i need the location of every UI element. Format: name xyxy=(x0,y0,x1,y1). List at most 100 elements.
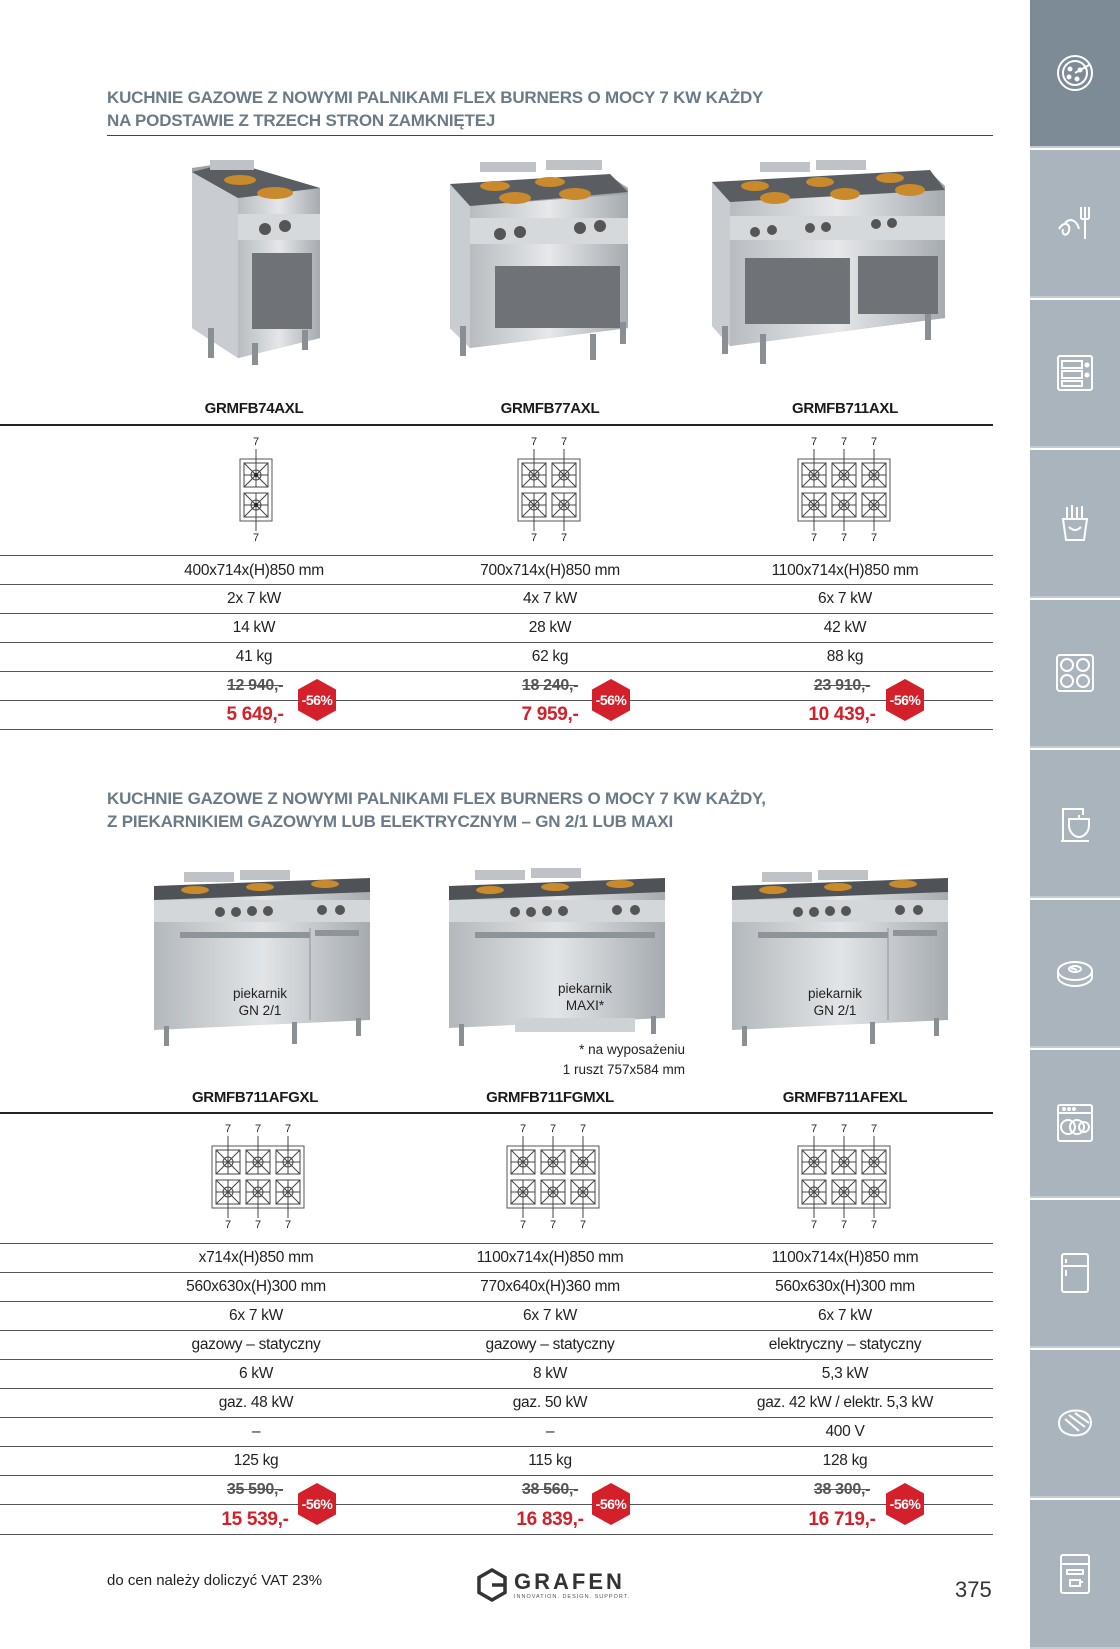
fridge-icon xyxy=(1061,1253,1089,1293)
burner-power-label: 7 xyxy=(253,532,259,544)
spec-voltage: 400 V xyxy=(825,1423,865,1440)
spec-dimensions: x714x(H)850 mm xyxy=(198,1249,314,1266)
discount-badge: -56% xyxy=(592,679,630,721)
table-row-rule xyxy=(0,1388,993,1389)
sidebar-tab-induction-hob[interactable] xyxy=(1030,600,1120,748)
sidebar-tab-grill-steak[interactable] xyxy=(1030,1350,1120,1498)
table-bottom-rule xyxy=(0,1534,993,1535)
spec-oven-type: gazowy – statyczny xyxy=(485,1336,615,1353)
burner-power-label: 7 xyxy=(550,1219,556,1231)
spec-oven-chamber: 560x630x(H)300 mm xyxy=(775,1278,915,1295)
pasta-icon xyxy=(1058,207,1090,239)
pizza-icon xyxy=(1057,55,1093,91)
fries-icon xyxy=(1061,505,1089,541)
spec-total-power: 14 kW xyxy=(232,619,276,636)
spec-burners: 6x 7 kW xyxy=(818,1307,872,1324)
product-image-grmfb711axl xyxy=(700,158,955,383)
discount-badge: -56% xyxy=(592,1483,630,1525)
product-image-grmfb711afgxl xyxy=(150,870,375,1055)
spec-dimensions: 1100x714x(H)850 mm xyxy=(771,562,919,579)
table-row-rule xyxy=(0,700,993,701)
grafen-logo-icon xyxy=(477,1567,507,1603)
sidebar-tab-mixer[interactable] xyxy=(1030,750,1120,898)
spec-dimensions: 400x714x(H)850 mm xyxy=(184,562,324,579)
spec-oven-type: elektryczny – statyczny xyxy=(768,1336,922,1353)
sidebar-tab-pasta[interactable] xyxy=(1030,150,1120,298)
spec-oven-type: gazowy – statyczny xyxy=(191,1336,321,1353)
grill-steak-icon xyxy=(1057,1409,1092,1437)
oven-label: piekarnik MAXI* xyxy=(557,981,613,1013)
spec-weight: 62 kg xyxy=(531,648,569,665)
burner-power-label: 7 xyxy=(811,436,817,448)
burner-power-label: 7 xyxy=(811,1123,817,1135)
discount-badge: -56% xyxy=(886,679,924,721)
sidebar-tab-pizza[interactable] xyxy=(1030,0,1120,148)
sidebar-tab-fries[interactable] xyxy=(1030,450,1120,598)
table-row-rule xyxy=(0,642,993,643)
burner-power-label: 7 xyxy=(841,1123,847,1135)
burner-power-label: 7 xyxy=(531,532,537,544)
section-2-title: KUCHNIE GAZOWE Z NOWYMI PALNIKAMI FLEX B… xyxy=(107,787,992,833)
sidebar-tab-display-case[interactable] xyxy=(1030,300,1120,448)
table-row-rule xyxy=(0,671,993,672)
spec-weight: 125 kg xyxy=(233,1452,279,1469)
spec-weight: 115 kg xyxy=(528,1452,572,1469)
model-code: GRMFB711AFGXL xyxy=(191,1089,319,1106)
sidebar-tab-coffee-machine[interactable] xyxy=(1030,1500,1120,1649)
spec-burners: 4x 7 kW xyxy=(523,590,577,607)
model-code: GRMFB74AXL xyxy=(204,400,304,417)
burner-power-label: 7 xyxy=(285,1219,291,1231)
table-row-rule xyxy=(0,1417,993,1418)
product-image-grmfb711fgmxl xyxy=(445,868,670,1058)
vat-note: do cen należy doliczyć VAT 23% xyxy=(107,1572,323,1589)
mixer-icon xyxy=(1061,808,1090,842)
spec-oven-chamber: 560x630x(H)300 mm xyxy=(186,1278,326,1295)
table-bottom-rule xyxy=(0,729,993,730)
display-case-icon xyxy=(1057,355,1093,391)
price-old: 35 590,- xyxy=(226,1481,284,1498)
spec-burners: 6x 7 kW xyxy=(523,1307,577,1324)
coffee-machine-icon xyxy=(1060,1553,1090,1594)
model-code: GRMFB711FGMXL xyxy=(486,1089,614,1106)
sidebar-tab-dishwasher[interactable] xyxy=(1030,1050,1120,1198)
table-row-rule xyxy=(0,555,993,556)
spec-dimensions: 1100x714x(H)850 mm xyxy=(476,1249,624,1266)
spec-oven-power: 8 kW xyxy=(532,1365,568,1382)
burner-power-label: 7 xyxy=(253,436,259,448)
product-image-grmfb74axl xyxy=(170,158,335,383)
spec-weight: 88 kg xyxy=(826,648,864,665)
oven-label: piekarnik GN 2/1 xyxy=(232,986,288,1018)
price-new: 10 439,- xyxy=(808,704,876,725)
spec-weight: 41 kg xyxy=(235,648,273,665)
section-1-title-line-2: NA PODSTAWIE Z TRZECH STRON ZAMKNIĘTEJ xyxy=(107,111,496,130)
price-old: 38 300,- xyxy=(813,1481,871,1498)
burner-power-label: 7 xyxy=(871,436,877,448)
burner-power-label: 7 xyxy=(580,1219,586,1231)
sidebar-tab-fridge[interactable] xyxy=(1030,1200,1120,1348)
spec-oven-chamber: 770x640x(H)360 mm xyxy=(480,1278,620,1295)
burner-power-label: 7 xyxy=(841,436,847,448)
sidebar-tab-dessert[interactable] xyxy=(1030,900,1120,1048)
table-row-rule xyxy=(0,1301,993,1302)
spec-voltage: – xyxy=(251,1423,261,1440)
price-old: 18 240,- xyxy=(521,677,579,694)
spec-burners: 6x 7 kW xyxy=(818,590,872,607)
category-sidebar xyxy=(1030,0,1120,1649)
table-row-rule xyxy=(0,1446,993,1447)
table-top-rule xyxy=(0,1112,993,1114)
discount-badge: -56% xyxy=(886,1483,924,1525)
burner-power-label: 7 xyxy=(255,1219,261,1231)
table-row-rule xyxy=(0,613,993,614)
model-code: GRMFB77AXL xyxy=(500,400,600,417)
section-1-title: KUCHNIE GAZOWE Z NOWYMI PALNIKAMI FLEX B… xyxy=(107,86,992,132)
burner-diagram-grmfb77axl: 7 7 7 7 xyxy=(514,433,584,549)
price-old: 12 940,- xyxy=(226,677,284,694)
spec-oven-power: 5,3 kW xyxy=(821,1365,869,1382)
dishwasher-icon xyxy=(1057,1104,1093,1142)
burner-power-label: 7 xyxy=(580,1123,586,1135)
price-new: 16 839,- xyxy=(516,1509,584,1530)
table-row-rule xyxy=(0,1359,993,1360)
oven-label: piekarnik GN 2/1 xyxy=(807,986,863,1018)
burner-power-label: 7 xyxy=(520,1219,526,1231)
table-row-rule xyxy=(0,1243,993,1244)
